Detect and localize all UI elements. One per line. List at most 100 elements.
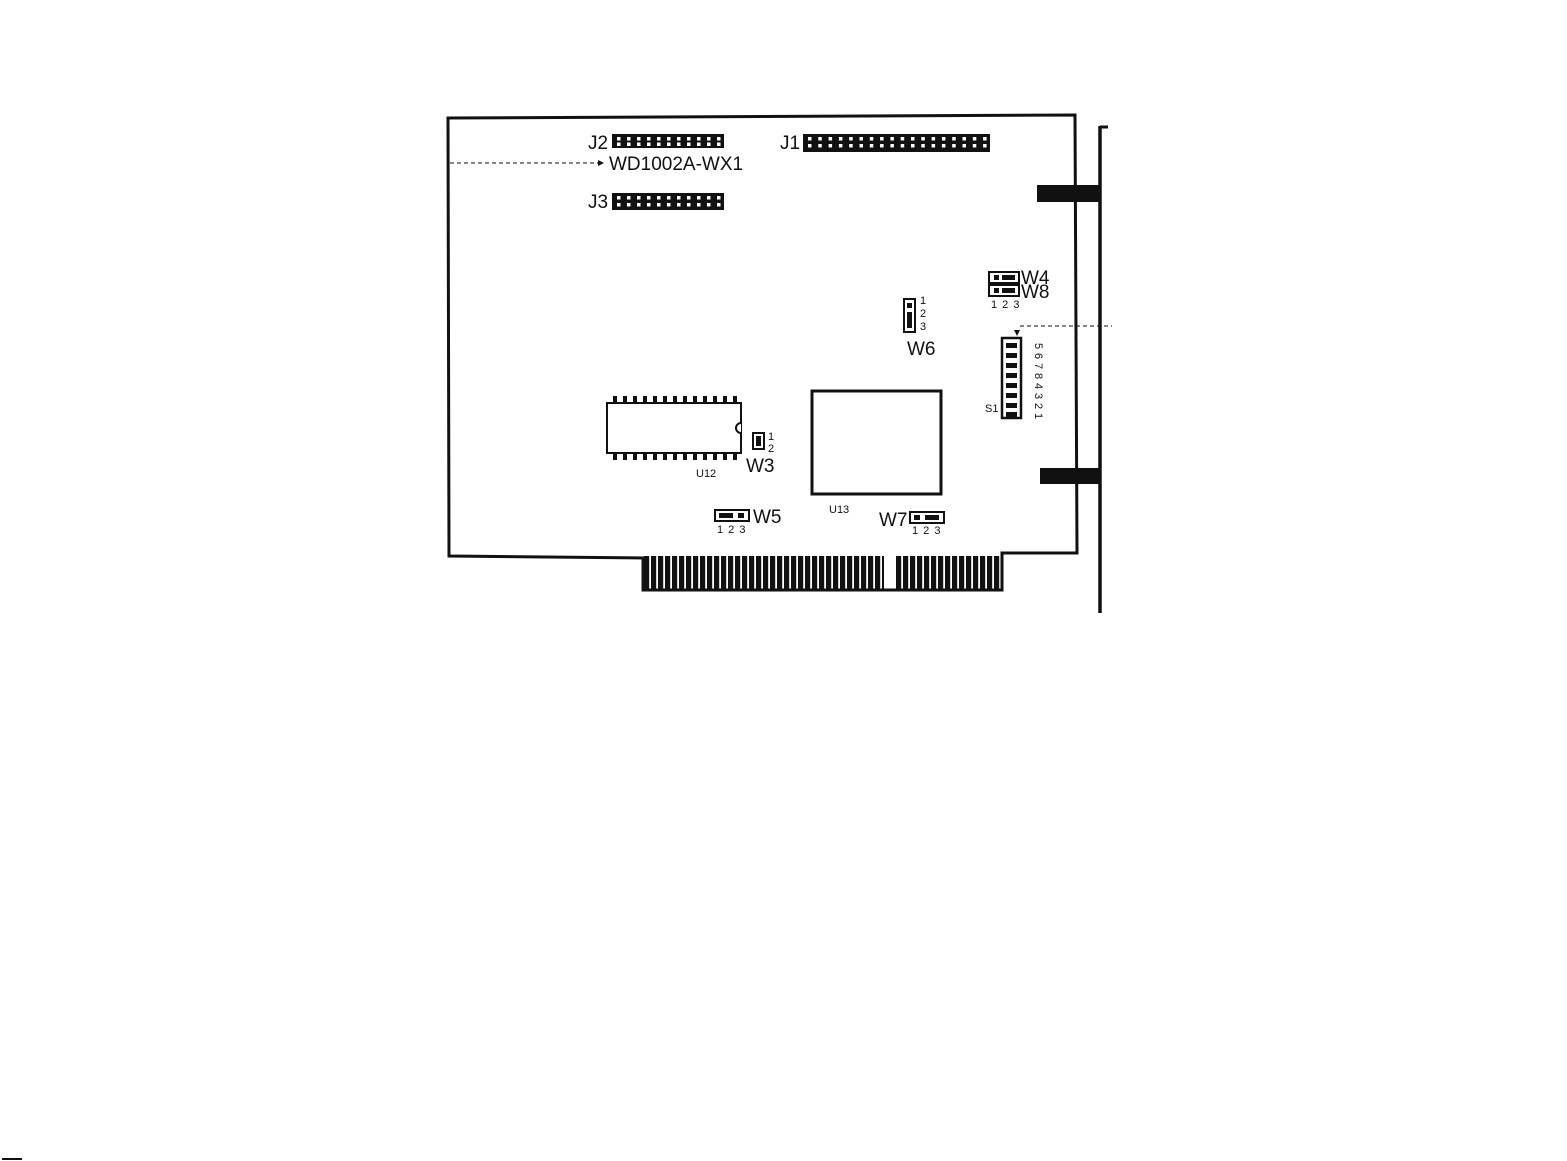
- chip-u13: [812, 391, 941, 494]
- pin: [687, 137, 691, 141]
- board-model-label: WD1002A-WX1: [609, 154, 743, 175]
- pin: [829, 144, 833, 148]
- pin: [901, 137, 905, 141]
- dip-switch-s1-number: 2: [1032, 403, 1044, 409]
- pin: [683, 396, 687, 403]
- jumper-w7-label: W7: [879, 510, 908, 531]
- pin: [870, 144, 874, 148]
- pin: [703, 453, 707, 460]
- pin: [921, 137, 925, 141]
- pin: [677, 143, 681, 147]
- pin: [663, 396, 667, 403]
- chip-u12-pins-bottom: [613, 453, 737, 460]
- pin: [653, 396, 657, 403]
- pin: [911, 137, 915, 141]
- jumper-w4: [989, 272, 1019, 283]
- jumper-w6-pin-1: 1: [920, 295, 926, 307]
- pin: [657, 196, 661, 200]
- pin: [647, 143, 651, 147]
- pin: [911, 144, 915, 148]
- pin: [921, 144, 925, 148]
- pin: [717, 137, 721, 141]
- pin: [707, 196, 711, 200]
- pin: [663, 453, 667, 460]
- dip-switch-s1-number: 1: [1032, 413, 1044, 419]
- pin: [860, 144, 864, 148]
- connector-j2-label: J2: [588, 133, 608, 154]
- pin: [880, 137, 884, 141]
- pin: [613, 453, 617, 460]
- pin: [952, 137, 956, 141]
- jumper-w6-pin-3: 3: [920, 321, 926, 333]
- model-leader-arrow: [598, 160, 604, 166]
- jumper-w6: [904, 299, 915, 332]
- pin: [707, 137, 711, 141]
- pin: [673, 396, 677, 403]
- jumper-w3-label: W3: [746, 456, 775, 477]
- pin: [657, 137, 661, 141]
- pin: [687, 203, 691, 207]
- pin: [818, 137, 822, 141]
- pin: [627, 196, 631, 200]
- pin: [653, 453, 657, 460]
- pin: [683, 453, 687, 460]
- pin: [707, 203, 711, 207]
- jumper-w8: [989, 285, 1019, 296]
- pin: [932, 144, 936, 148]
- pin: [849, 137, 853, 141]
- pin: [627, 137, 631, 141]
- pin: [623, 453, 627, 460]
- pin: [617, 203, 621, 207]
- pin: [703, 396, 707, 403]
- pin: [880, 144, 884, 148]
- pin: [693, 453, 697, 460]
- pin: [613, 396, 617, 403]
- chip-u12: [607, 396, 741, 460]
- pin: [942, 137, 946, 141]
- pin: [667, 196, 671, 200]
- pin: [657, 203, 661, 207]
- pin: [890, 144, 894, 148]
- pin: [667, 137, 671, 141]
- pin: [860, 137, 864, 141]
- pin: [849, 144, 853, 148]
- pin: [963, 137, 967, 141]
- pin: [973, 137, 977, 141]
- pin: [643, 396, 647, 403]
- pin: [808, 144, 812, 148]
- jumper-w6-pin-2: 2: [920, 308, 926, 320]
- mounting-bracket: [1037, 126, 1108, 613]
- switch-leader-arrow: [1014, 330, 1020, 336]
- pin: [627, 203, 631, 207]
- jumper-w5-pin-numbers: 1 2 3: [717, 524, 746, 536]
- pin: [697, 196, 701, 200]
- pin: [890, 137, 894, 141]
- pin: [617, 143, 621, 147]
- pin: [983, 137, 987, 141]
- pin: [657, 143, 661, 147]
- connector-j1: [803, 134, 990, 152]
- pin: [808, 137, 812, 141]
- pin: [633, 396, 637, 403]
- connector-j3: [612, 193, 724, 210]
- pin: [697, 203, 701, 207]
- chip-u12-label: U12: [696, 468, 716, 480]
- pin: [717, 196, 721, 200]
- pin: [697, 137, 701, 141]
- pin: [647, 203, 651, 207]
- pin: [667, 143, 671, 147]
- dip-switch-s1-label: S1: [985, 403, 998, 415]
- pin: [952, 144, 956, 148]
- pin: [717, 203, 721, 207]
- pin: [637, 137, 641, 141]
- jumper-w5-label: W5: [753, 507, 782, 528]
- jumper-w4-w8-pin-numbers: 1 2 3: [991, 299, 1020, 311]
- pin: [713, 453, 717, 460]
- pin: [723, 396, 727, 403]
- pin: [643, 453, 647, 460]
- pin: [677, 196, 681, 200]
- pin: [647, 137, 651, 141]
- pin: [723, 453, 727, 460]
- pin: [667, 203, 671, 207]
- pin: [707, 143, 711, 147]
